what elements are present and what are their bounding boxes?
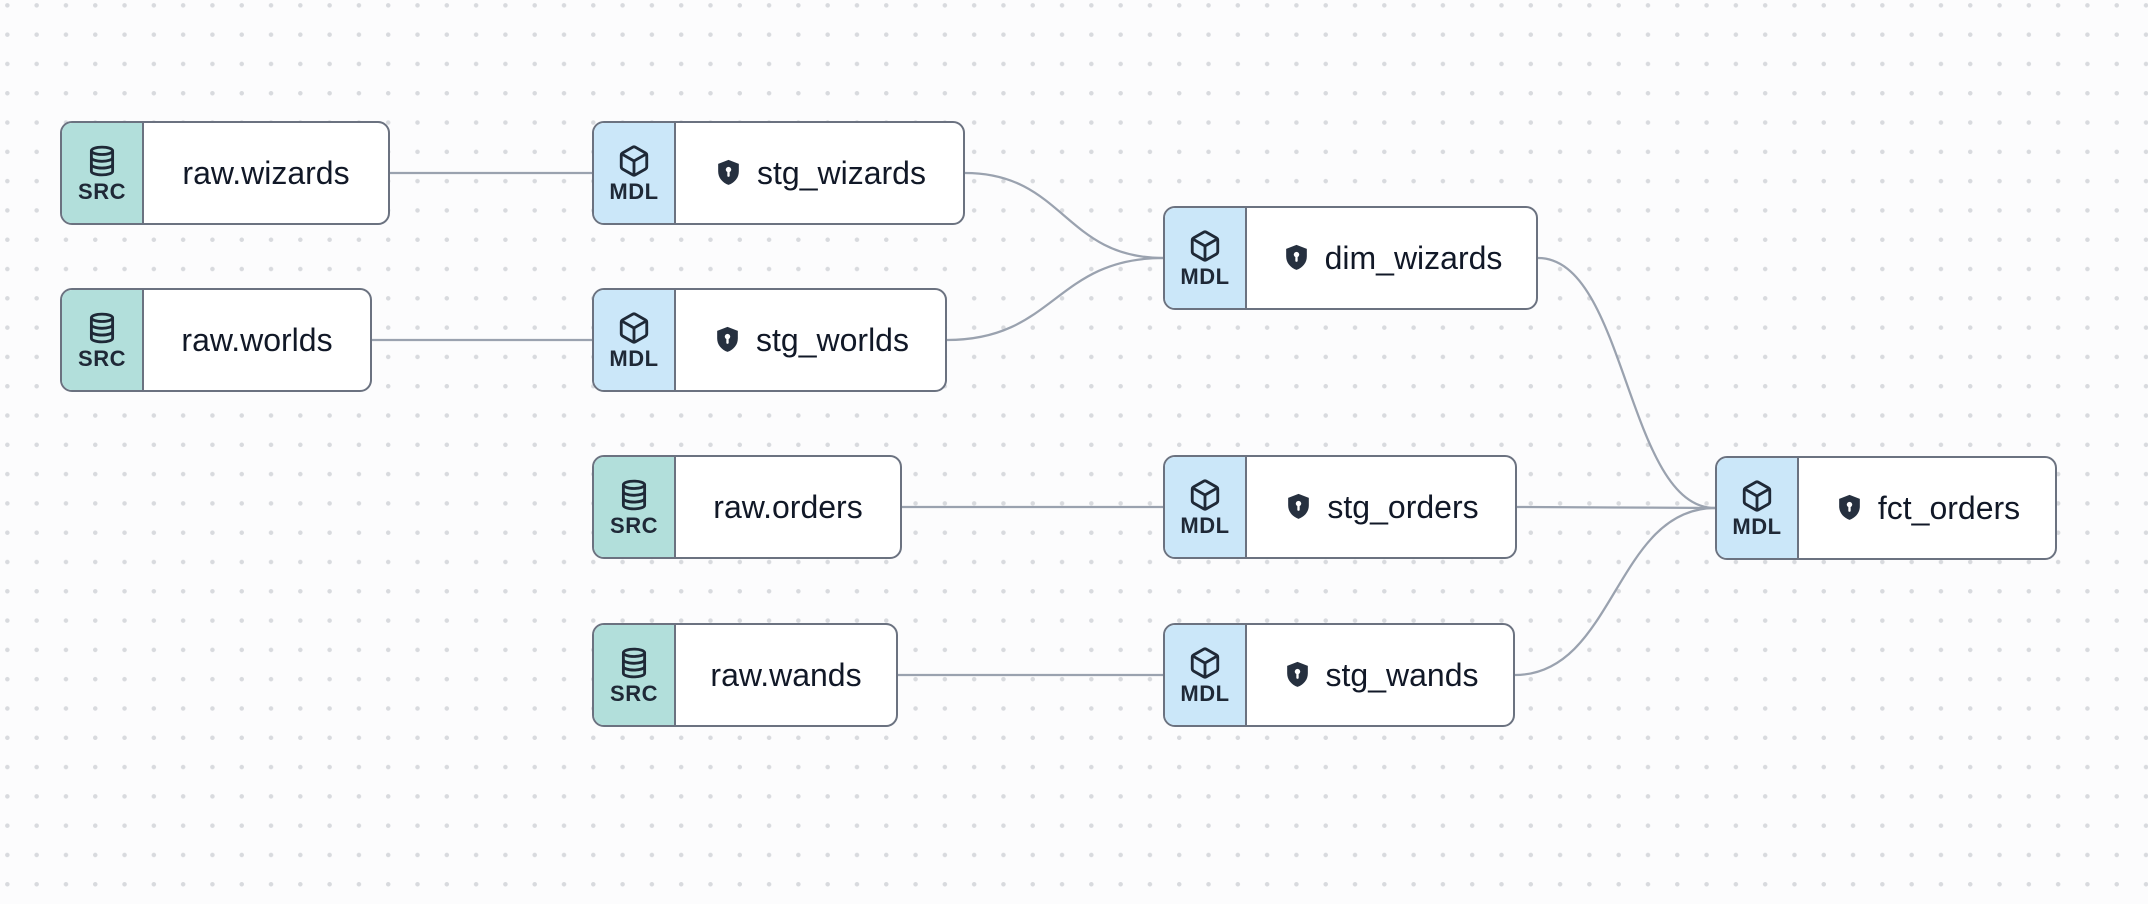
node-label-area: dim_wizards	[1247, 208, 1536, 308]
cube-icon	[619, 311, 649, 344]
node-label-area: stg_orders	[1247, 457, 1515, 557]
node-raw-worlds[interactable]: SRC raw.worlds	[60, 288, 372, 392]
node-type-badge: SRC	[594, 457, 676, 557]
shield-lock-icon	[1286, 661, 1308, 687]
node-type-badge: MDL	[594, 290, 676, 390]
node-label-area: raw.wizards	[144, 123, 388, 223]
node-type-badge-label: MDL	[609, 345, 659, 371]
node-dim-wizards[interactable]: MDL dim_wizards	[1163, 206, 1538, 310]
shield-lock-icon	[1839, 494, 1860, 520]
node-label: fct_orders	[1877, 489, 2021, 526]
node-label: stg_wands	[1325, 656, 1479, 693]
node-label-area: raw.orders	[676, 457, 900, 557]
node-type-badge-label: SRC	[610, 512, 658, 538]
node-type-badge: MDL	[1165, 625, 1247, 725]
node-label: dim_wizards	[1324, 239, 1503, 276]
node-type-badge-label: SRC	[610, 680, 658, 706]
shield-lock-icon	[1288, 493, 1310, 519]
edge-stg-wizards-to-dim-wizards	[964, 171, 1164, 260]
node-label-area: raw.worlds	[144, 290, 370, 390]
node-type-badge: SRC	[62, 290, 144, 390]
cube-icon	[1190, 478, 1220, 511]
node-type-badge-label: MDL	[609, 178, 659, 204]
node-label: raw.worlds	[181, 321, 333, 358]
node-type-badge-label: SRC	[78, 345, 126, 371]
shield-lock-icon	[1285, 244, 1307, 270]
node-label-area: stg_worlds	[676, 290, 945, 390]
node-label-area: raw.wands	[676, 625, 896, 725]
cube-icon	[1190, 646, 1220, 679]
node-label-area: stg_wands	[1247, 625, 1513, 725]
node-raw-orders[interactable]: SRC raw.orders	[592, 455, 902, 559]
node-stg-wands[interactable]: MDL stg_wands	[1163, 623, 1515, 727]
node-label-area: stg_wizards	[676, 123, 963, 223]
node-raw-wands[interactable]: SRC raw.wands	[592, 623, 898, 727]
node-type-badge: MDL	[1165, 208, 1247, 308]
shield-lock-icon	[717, 326, 738, 352]
node-label: stg_worlds	[756, 321, 909, 358]
node-label: stg_orders	[1327, 488, 1479, 525]
node-label: raw.orders	[713, 488, 863, 525]
database-icon	[89, 312, 115, 343]
node-type-badge-label: MDL	[1180, 263, 1230, 289]
node-fct-orders[interactable]: MDL fct_orders	[1715, 456, 2057, 560]
node-stg-worlds[interactable]: MDL stg_worlds	[592, 288, 947, 392]
node-label: raw.wizards	[182, 154, 350, 191]
edge-dim-wizards-to-fct-orders	[1537, 256, 1716, 510]
database-icon	[621, 479, 647, 510]
node-type-badge: MDL	[1717, 458, 1799, 558]
node-type-badge-label: MDL	[1732, 513, 1782, 539]
node-stg-orders[interactable]: MDL stg_orders	[1163, 455, 1517, 559]
edge-stg-worlds-to-dim-wizards	[946, 256, 1164, 342]
edge-stg-wands-to-fct-orders	[1514, 506, 1716, 677]
node-type-badge: SRC	[594, 625, 676, 725]
node-stg-wizards[interactable]: MDL stg_wizards	[592, 121, 965, 225]
node-type-badge: MDL	[1165, 457, 1247, 557]
node-type-badge: MDL	[594, 123, 676, 223]
node-type-badge-label: SRC	[78, 178, 126, 204]
cube-icon	[1742, 479, 1772, 512]
node-raw-wizards[interactable]: SRC raw.wizards	[60, 121, 390, 225]
cube-icon	[1190, 229, 1220, 262]
node-type-badge: SRC	[62, 123, 144, 223]
database-icon	[89, 145, 115, 176]
node-label: stg_wizards	[757, 154, 926, 191]
node-label-area: fct_orders	[1799, 458, 2055, 558]
node-label: raw.wands	[710, 656, 862, 693]
node-type-badge-label: MDL	[1180, 512, 1230, 538]
node-type-badge-label: MDL	[1180, 680, 1230, 706]
shield-lock-icon	[718, 159, 739, 185]
database-icon	[621, 647, 647, 678]
cube-icon	[619, 144, 649, 177]
edge-stg-orders-to-fct-orders	[1516, 505, 1716, 510]
